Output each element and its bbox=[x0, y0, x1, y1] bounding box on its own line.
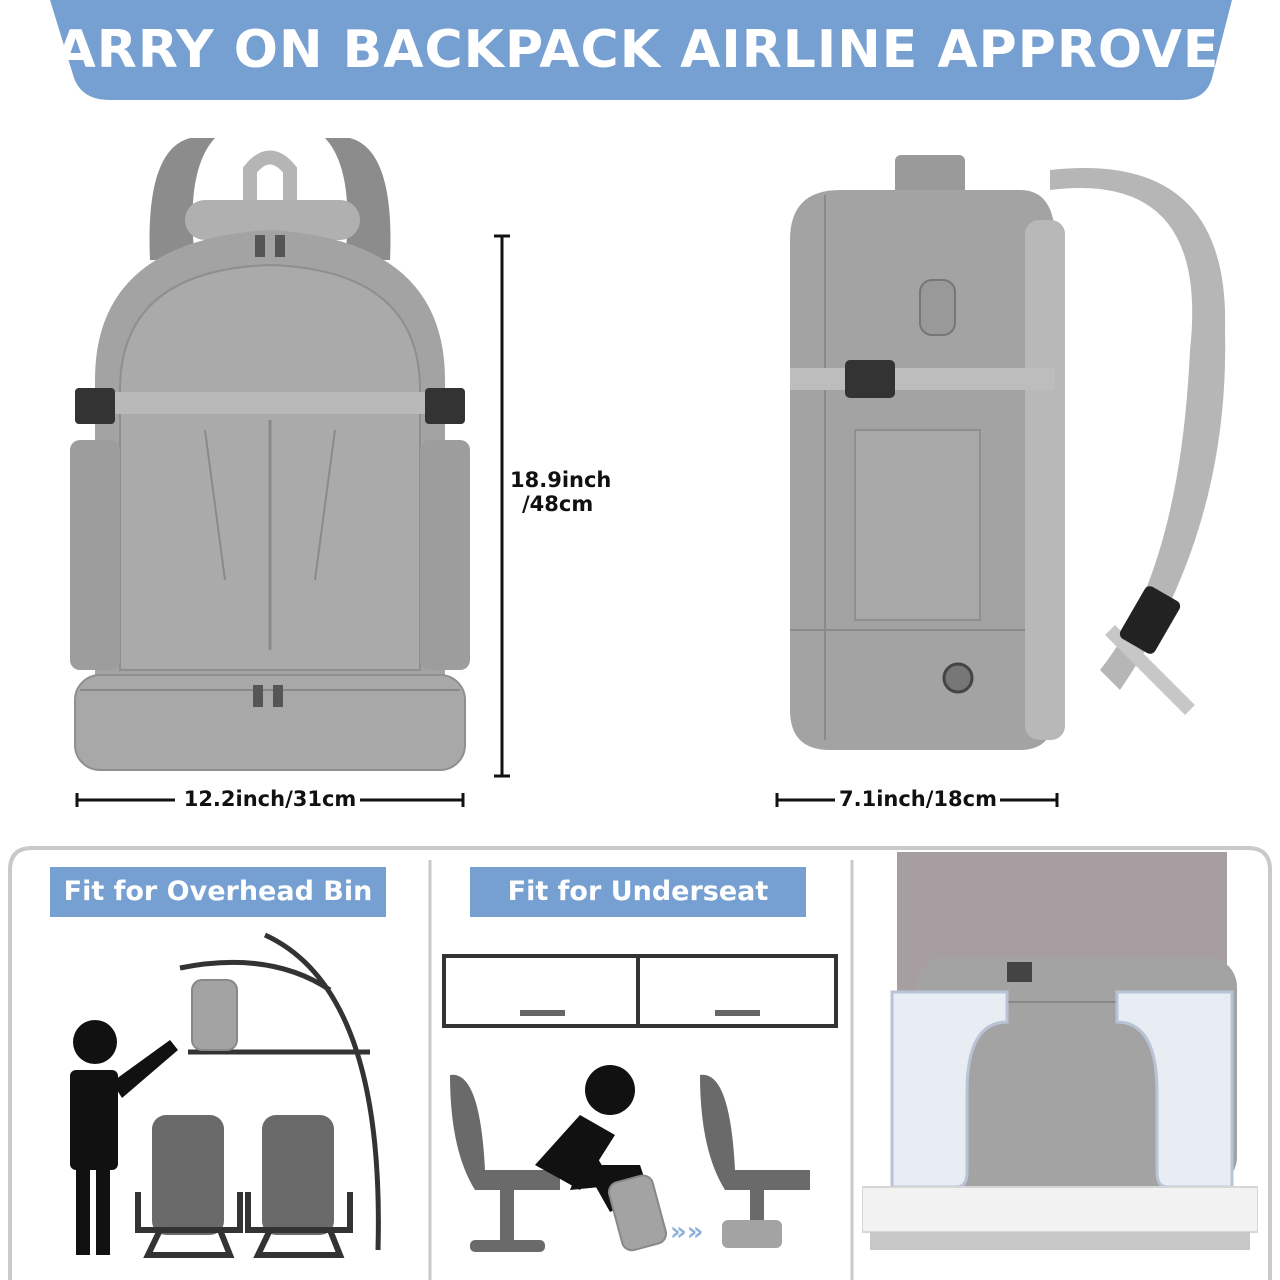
banner bbox=[50, 0, 1232, 100]
underseat-label: Fit for Underseat bbox=[470, 867, 806, 917]
height-inch-text: 18.9inch bbox=[510, 468, 612, 492]
banner-title: CARRY ON BACKPACK AIRLINE APPROVED bbox=[16, 20, 1264, 80]
person-reaching-icon bbox=[70, 1020, 178, 1255]
overhead-bin-label: Fit for Overhead Bin bbox=[50, 867, 386, 917]
mini-backpack-icon bbox=[607, 1174, 668, 1252]
mini-backpack-icon bbox=[722, 1220, 782, 1248]
height-cm-text: /48cm bbox=[522, 492, 594, 516]
sizer-photo bbox=[862, 852, 1258, 1272]
width-label: 12.2inch/31cm bbox=[183, 787, 357, 811]
bottom-panel-frame bbox=[8, 846, 1272, 1280]
depth-dimension-line bbox=[775, 793, 1059, 807]
airplane-seat-icon bbox=[245, 1115, 353, 1258]
underseat-illustration: »» bbox=[442, 954, 838, 1252]
height-dimension-line bbox=[494, 234, 510, 778]
depth-label: 7.1inch/18cm bbox=[839, 787, 997, 811]
mini-backpack-icon bbox=[191, 979, 238, 1051]
overhead-bin-illustration bbox=[70, 932, 381, 1258]
width-dimension-line bbox=[75, 793, 465, 807]
height-label: 18.9inch /48cm bbox=[510, 468, 620, 516]
backpack-side-image bbox=[790, 155, 1226, 750]
airplane-seat-icon bbox=[135, 1115, 243, 1258]
airplane-seat-icon bbox=[450, 1074, 560, 1252]
airplane-seat-icon bbox=[700, 1074, 810, 1248]
arrow-right-icon: »» bbox=[670, 1217, 704, 1247]
backpack-front-image bbox=[70, 138, 470, 771]
